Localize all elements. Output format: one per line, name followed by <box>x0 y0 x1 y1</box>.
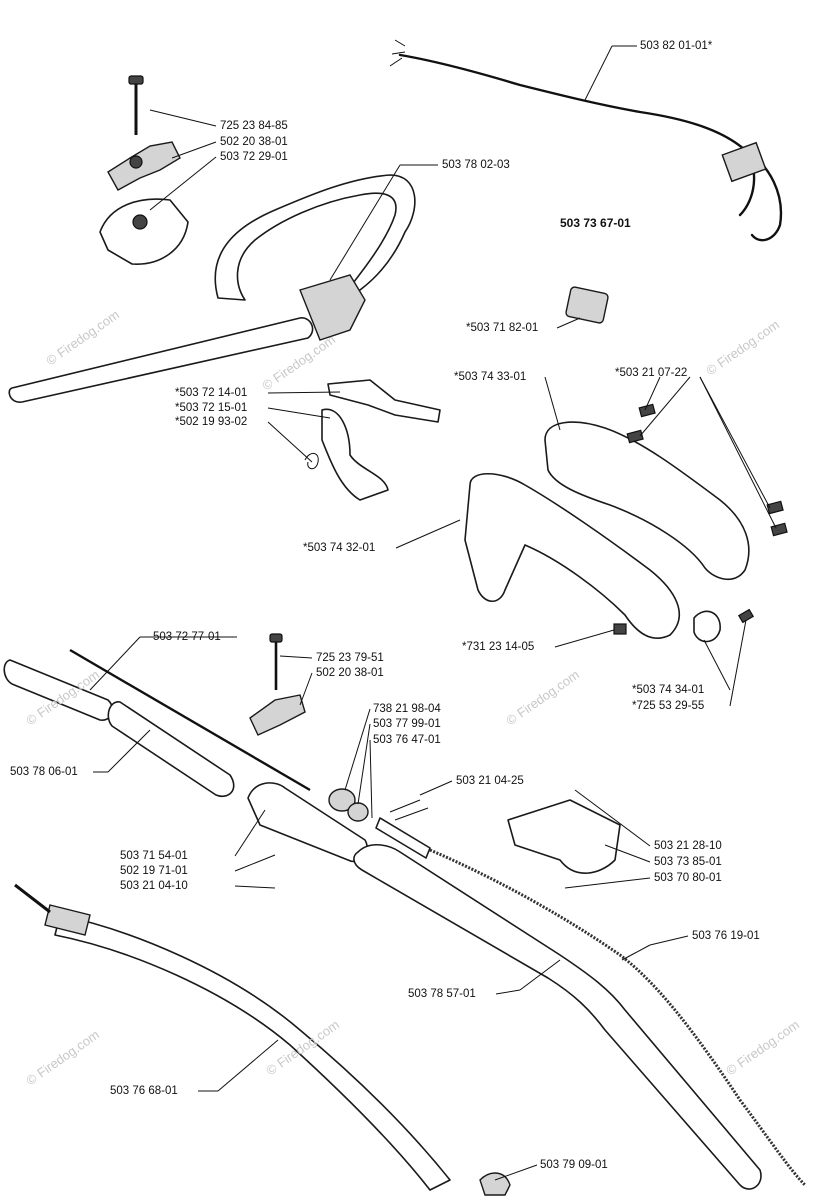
part-label-bent-tube: 503 78 57-01 <box>408 988 476 1000</box>
assembly-label: 503 73 67-01 <box>560 216 631 230</box>
part-label-handle-half-lower: *503 74 32-01 <box>303 542 376 554</box>
part-label-knob-screw: 725 23 84-85 <box>220 120 288 132</box>
stop-switch <box>565 286 609 324</box>
drive-cable <box>429 848 807 1187</box>
loop-handle <box>214 174 416 341</box>
part-label-switch: *503 71 82-01 <box>466 322 539 334</box>
part-label-shaft-tube: 503 78 06-01 <box>10 766 78 778</box>
part-label-clamp-screw: *725 53 29-55 <box>632 700 705 712</box>
leader-lines <box>89 45 777 1181</box>
part-label-wire-harness: 503 82 01-01* <box>640 40 713 52</box>
part-label-bearing-a: 738 21 98-04 <box>373 703 441 715</box>
part-label-knob: 502 20 38-01 <box>220 136 288 148</box>
flex-shaft <box>14 883 451 1191</box>
part-label-drive-shaft: 503 72 77-01 <box>153 631 221 643</box>
part-label-coupling-sleeve: 503 71 54-01 <box>120 850 188 862</box>
part-label-coupling-screw: 503 21 04-10 <box>120 880 188 892</box>
part-label-loop-handle: 503 78 02-03 <box>442 159 510 171</box>
part-label-harness-plate: 503 73 85-01 <box>654 856 722 868</box>
coupling <box>479 1172 511 1196</box>
top-knob-assembly <box>99 75 189 265</box>
part-label-plate-nut: 503 70 80-01 <box>654 872 722 884</box>
part-label-knob-screw-2: 725 23 79-51 <box>316 652 384 664</box>
part-label-coupling-clamp: 502 19 71-01 <box>120 865 188 877</box>
drive-tube-section <box>3 633 431 863</box>
rear-handle <box>464 421 750 640</box>
part-label-nut: *731 23 14-05 <box>462 641 535 653</box>
part-label-handle-half-upper: *503 74 33-01 <box>454 371 527 383</box>
part-label-knob-2: 502 20 38-01 <box>316 667 384 679</box>
part-label-plate-screw: 503 21 28-10 <box>654 840 722 852</box>
part-label-coupling-end: 503 79 09-01 <box>540 1159 608 1171</box>
part-label-inner-cable: 503 76 19-01 <box>692 930 760 942</box>
part-label-bearing-b: 503 77 99-01 <box>373 718 441 730</box>
throttle-lever <box>304 379 441 501</box>
part-label-flex-shaft: 503 76 68-01 <box>110 1085 178 1097</box>
part-label-handle-screws: *503 21 07-22 <box>615 367 688 379</box>
part-label-hose-clamp: *503 74 34-01 <box>632 684 705 696</box>
lower-bent-tube <box>353 844 762 1190</box>
part-label-throttle-trigger: *503 72 15-01 <box>175 402 248 414</box>
wire-harness <box>389 39 783 242</box>
part-label-screws-mid: 503 21 04-25 <box>456 775 524 787</box>
part-label-clamp: 503 72 29-01 <box>220 151 288 163</box>
upper-tube <box>8 317 314 403</box>
part-label-spring: *502 19 93-02 <box>175 416 248 428</box>
harness-plate <box>507 799 621 874</box>
part-label-bearing-c: 503 76 47-01 <box>373 734 441 746</box>
part-label-throttle-lock: *503 72 14-01 <box>175 387 248 399</box>
